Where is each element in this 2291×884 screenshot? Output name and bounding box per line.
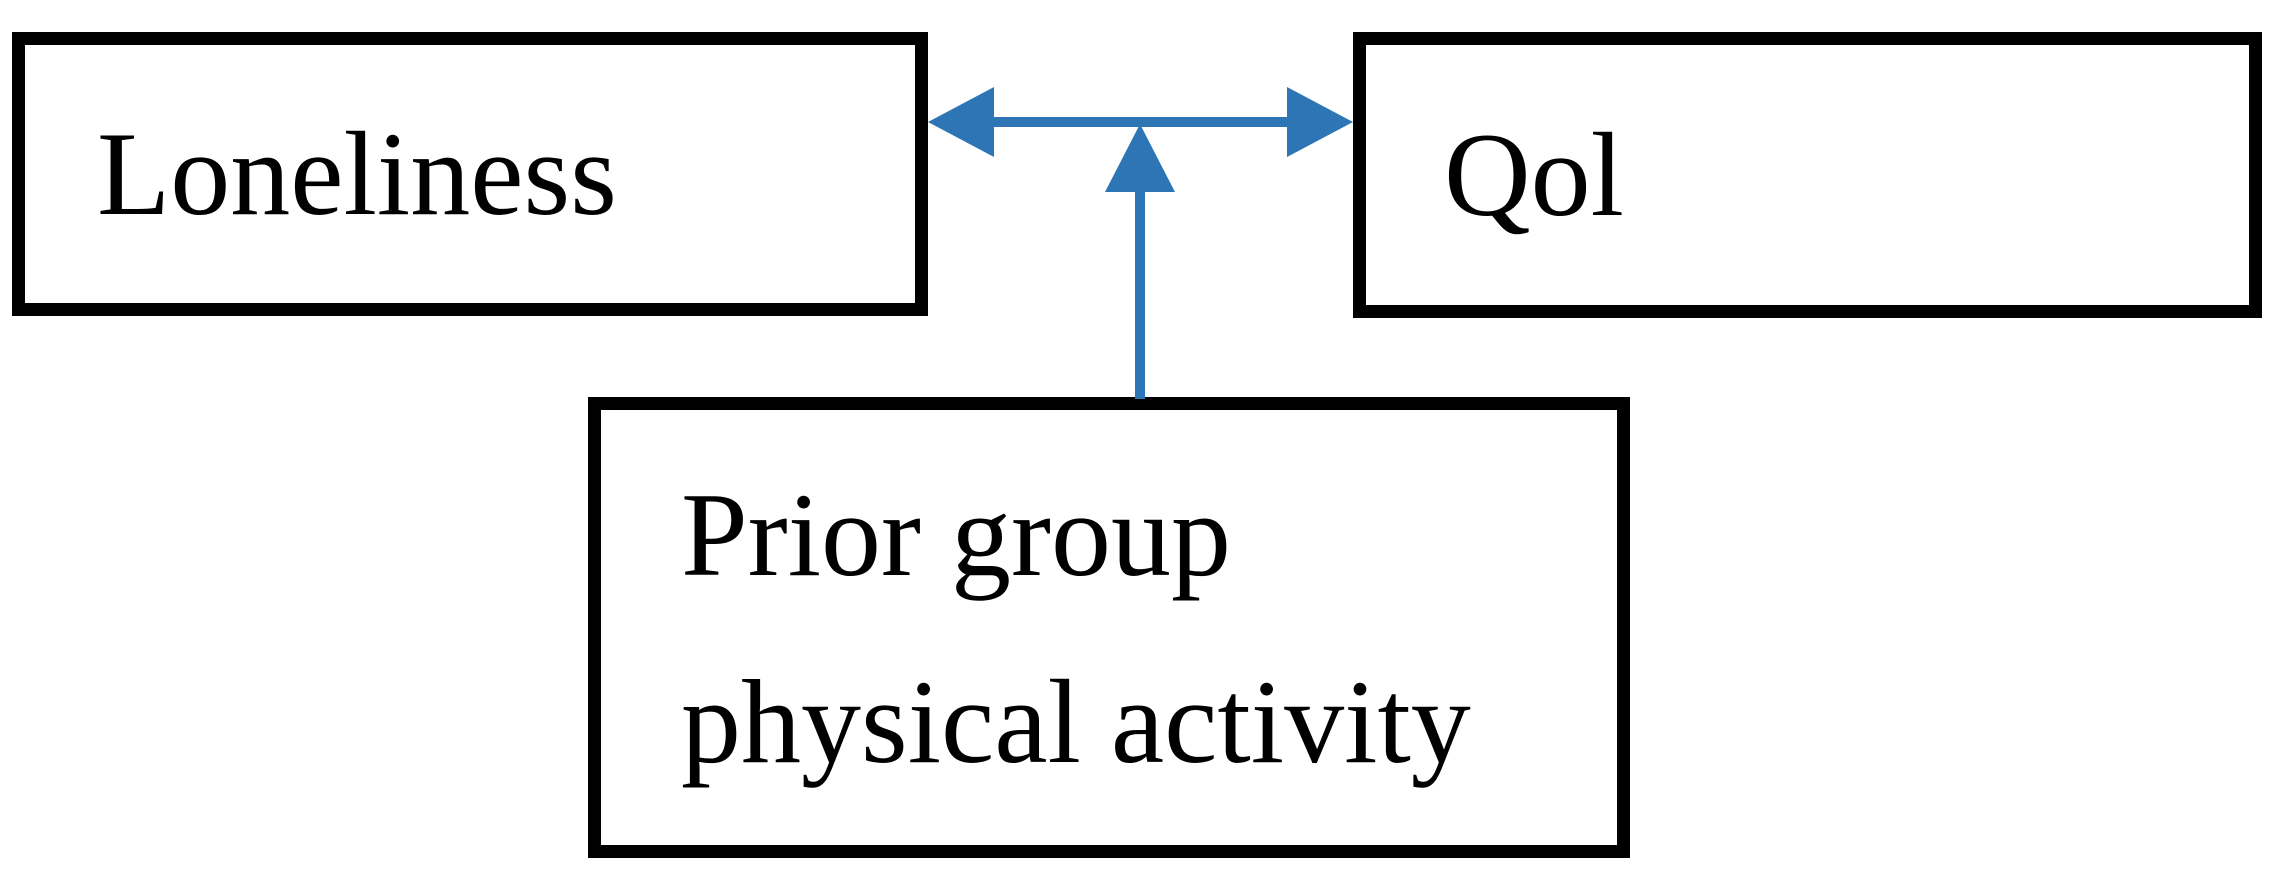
horizontal-arrow-shaft (990, 117, 1290, 127)
vertical-arrow-shaft (1135, 190, 1145, 399)
moderator-node: Prior group physical activity (588, 397, 1630, 858)
right-arrowhead (1287, 87, 1353, 157)
loneliness-node-label: Loneliness (97, 107, 617, 240)
qol-node: Qol (1353, 32, 2262, 318)
up-arrowhead (1105, 124, 1175, 192)
left-arrowhead (928, 87, 994, 157)
moderator-node-label-line2: physical activity (681, 654, 1471, 788)
qol-node-label: Qol (1444, 108, 1624, 241)
loneliness-node: Loneliness (12, 32, 928, 316)
moderator-node-label-line1: Prior group (681, 467, 1231, 601)
